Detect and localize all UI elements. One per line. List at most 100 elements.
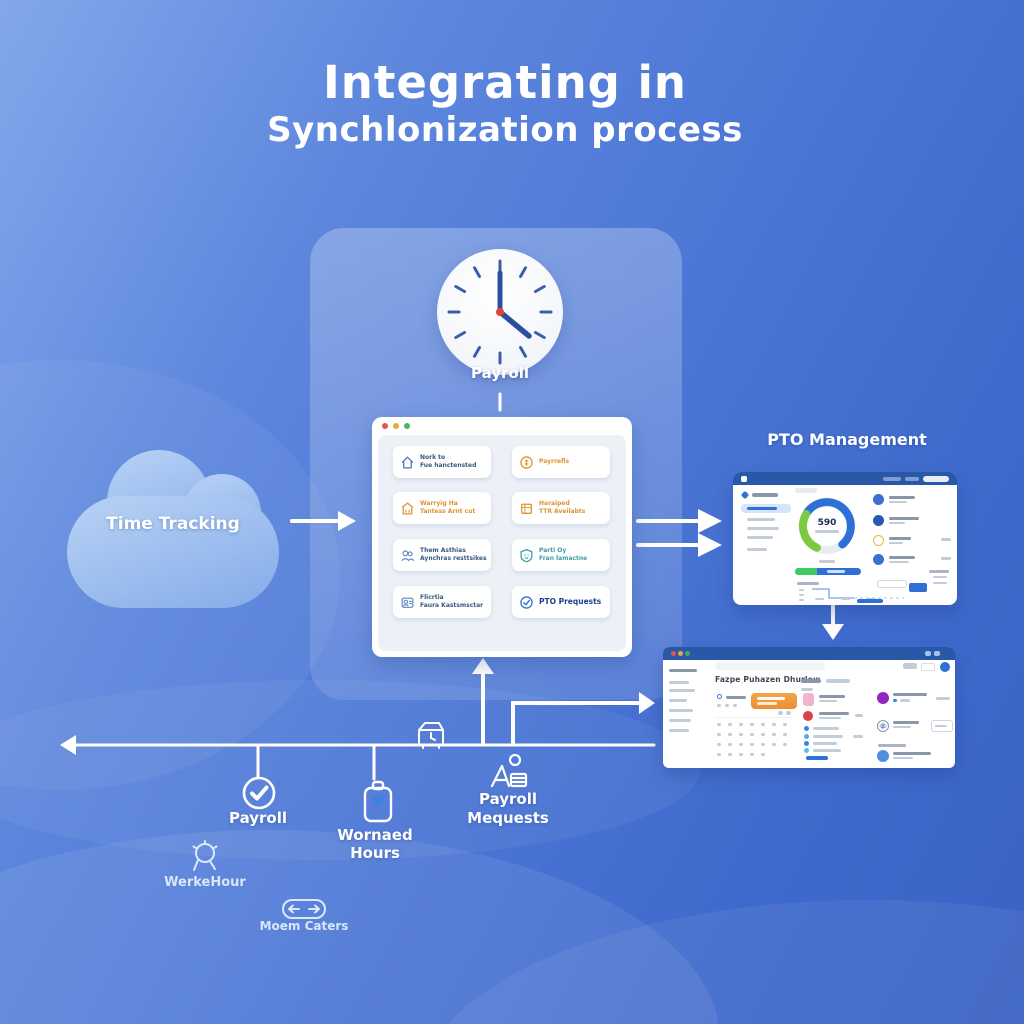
card-text: Flicrtia — [420, 594, 444, 602]
content-tab[interactable] — [795, 488, 817, 493]
outline-button[interactable] — [931, 720, 953, 732]
text-line — [717, 704, 721, 707]
text-line — [900, 699, 910, 702]
window-minimize-button[interactable] — [678, 651, 683, 656]
mini-calendar[interactable] — [715, 717, 795, 759]
tab-active[interactable] — [801, 679, 821, 683]
clock-hands — [447, 259, 553, 365]
calendar-day — [761, 753, 765, 756]
header-button[interactable] — [883, 477, 901, 481]
calendar-day — [739, 753, 743, 756]
list-item-icon — [873, 554, 884, 565]
menu-card-pto-requests[interactable]: PTO Prequests — [512, 586, 610, 618]
see-more-link[interactable] — [806, 756, 828, 760]
person-search-icon — [192, 840, 218, 871]
card-text: Faura Kastsmsctar — [420, 602, 484, 609]
axis-tick — [799, 589, 804, 591]
header-icon[interactable] — [925, 651, 931, 656]
mini-item-icon — [804, 734, 809, 739]
sidebar-item[interactable] — [669, 719, 691, 722]
toolbar-chip[interactable] — [903, 663, 917, 669]
label-line: Hours — [350, 844, 400, 862]
payroll-coin-icon — [520, 455, 533, 469]
scheduling-dashboard-window: Fazpe Puhazen Dhurlew — [663, 647, 955, 768]
sidebar-item-active-label — [747, 507, 777, 510]
card-text: Nork to — [420, 454, 446, 462]
header-icon[interactable] — [934, 651, 940, 656]
tab-inactive[interactable] — [826, 679, 850, 683]
list-item-icon — [873, 535, 884, 546]
axis-label — [815, 598, 824, 600]
search-input[interactable] — [715, 662, 825, 670]
bottom-label-moem-caters: Moem Caters — [259, 919, 349, 933]
people-icon — [401, 549, 414, 561]
primary-button[interactable] — [909, 583, 927, 592]
sidebar-item[interactable] — [669, 669, 697, 672]
value-chip — [853, 735, 863, 738]
time-tracking-cloud[interactable]: Time Tracking — [65, 450, 295, 610]
text-line — [819, 700, 837, 702]
card-text: Them Asthias — [420, 547, 466, 555]
calendar-day — [728, 723, 732, 726]
header-button[interactable] — [905, 477, 919, 481]
text-line — [893, 752, 931, 755]
calendar-day — [739, 723, 743, 726]
sidebar-item[interactable] — [669, 681, 689, 684]
input-pill[interactable] — [877, 580, 907, 588]
text-line — [889, 537, 911, 540]
clock-label: Payroll — [470, 364, 529, 382]
calendar-day — [728, 733, 732, 736]
text-line — [889, 496, 915, 499]
text-line — [889, 542, 903, 544]
window-zoom-button[interactable] — [404, 423, 410, 429]
text-line — [819, 712, 849, 715]
card-text: Haraiped — [539, 500, 570, 508]
card-text: Warryig Ha — [420, 500, 458, 508]
window-zoom-button[interactable] — [685, 651, 690, 656]
window-minimize-button[interactable] — [393, 423, 399, 429]
header-button[interactable] — [923, 476, 949, 482]
calendar-day — [750, 733, 754, 736]
menu-card-payroll[interactable]: Payrrefls — [512, 446, 610, 478]
axis-tick — [799, 594, 804, 596]
calendar-nav[interactable] — [786, 711, 791, 715]
pto-management-title: PTO Management — [767, 430, 927, 449]
text-line — [813, 742, 837, 745]
page-title-line2: Synchlonization process — [267, 110, 743, 150]
label-line: Payroll — [478, 790, 537, 808]
sidebar-item[interactable] — [747, 518, 775, 521]
calendar-day — [783, 733, 787, 736]
list-item-icon — [873, 515, 884, 526]
chart-title — [797, 582, 819, 585]
window-close-button[interactable] — [671, 651, 676, 656]
sidebar-item[interactable] — [669, 689, 695, 692]
toggle-icon[interactable] — [717, 694, 722, 699]
sidebar-item[interactable] — [669, 709, 693, 712]
avatar-pink — [803, 693, 814, 706]
user-avatar[interactable] — [939, 661, 951, 673]
sidebar-item[interactable] — [747, 536, 773, 539]
sidebar-item[interactable] — [669, 729, 689, 732]
window-close-button[interactable] — [382, 423, 388, 429]
toolbar-chip[interactable] — [921, 663, 935, 671]
pto-progress-label — [827, 570, 845, 573]
sidebar-item[interactable] — [747, 527, 779, 530]
oval-arrows-icon — [282, 899, 326, 919]
axis-tick — [799, 599, 804, 601]
sidebar-item[interactable] — [747, 548, 767, 551]
sidebar-item[interactable] — [669, 699, 687, 702]
calendar-day — [728, 743, 732, 746]
card-text: TTR Aveilabts — [539, 508, 586, 515]
calendar-nav[interactable] — [778, 711, 783, 715]
highlight-card[interactable] — [751, 693, 797, 709]
header-logo — [741, 476, 747, 482]
value-chip — [941, 538, 951, 541]
bottom-label-worked-hours: Wornaed Hours — [325, 826, 425, 862]
